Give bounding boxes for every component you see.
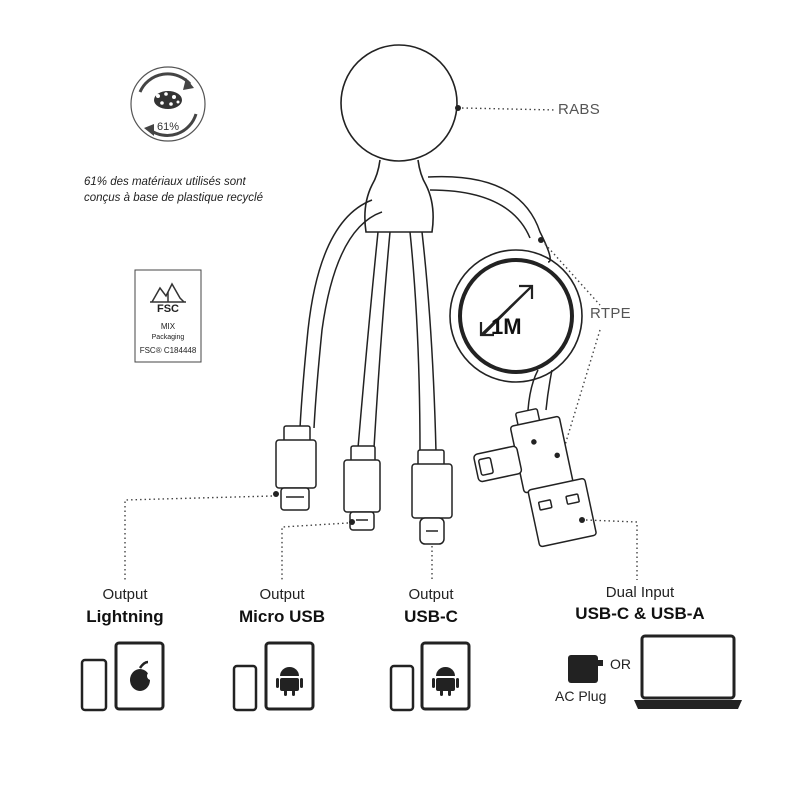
recycle-badge [130,66,206,142]
ac-plug-label: AC Plug [555,688,607,704]
tablet-android-icon [420,641,471,711]
fsc-name: FSC [157,303,179,315]
callout-rabs: RABS [558,101,601,118]
fsc-mix: MIX [160,322,176,331]
fsc-code: FSC® C184448 [139,346,197,355]
output-micro-usb-main: Micro USB [239,607,325,626]
output-lightning-main: Lightning [86,607,164,626]
phone-icon [389,664,415,712]
dual-input-sub: Dual Input [605,584,675,601]
leader-lines [124,495,638,580]
dual-input-connector [473,408,597,548]
ac-plug-icon [568,655,603,683]
recycle-note-line-1: 61% des matériaux utilisés sont [84,176,246,188]
length-arrow-icon [479,284,534,337]
fsc-label [134,269,202,363]
tablet-android-icon [264,641,315,711]
micro-usb-connector [343,445,381,531]
tablet-apple-icon [114,641,165,711]
output-lightning-sub: Output [102,586,148,603]
phone-icon [232,664,258,712]
or-label: OR [610,656,631,672]
lightning-connector [275,425,317,511]
phone-icon [80,658,108,712]
android-logo-icon [432,667,459,696]
usb-c-connector [411,449,453,545]
dual-input-main: USB-C & USB-A [575,604,705,623]
apple-logo-icon [130,660,155,691]
recycle-note-line-2: conçus à base de plastique recyclé [84,192,263,204]
recycle-note: 61% des matériaux utilisés sont conçus à… [84,174,314,206]
cable-head [340,44,458,233]
android-logo-icon [276,667,303,696]
cables [299,175,553,453]
fsc-tree-icon [150,282,186,303]
plastic-pellets-icon [154,91,182,109]
output-usb-c-main: USB-C [404,607,458,626]
laptop-icon [634,634,742,709]
output-usb-c-sub: Output [408,586,454,603]
recycle-percent: 61% [156,121,180,133]
output-micro-usb-sub: Output [259,586,305,603]
callout-rtpe: RTPE [590,305,631,322]
cable-length-label: 1M [491,314,522,339]
fsc-packaging: Packaging [151,334,185,341]
